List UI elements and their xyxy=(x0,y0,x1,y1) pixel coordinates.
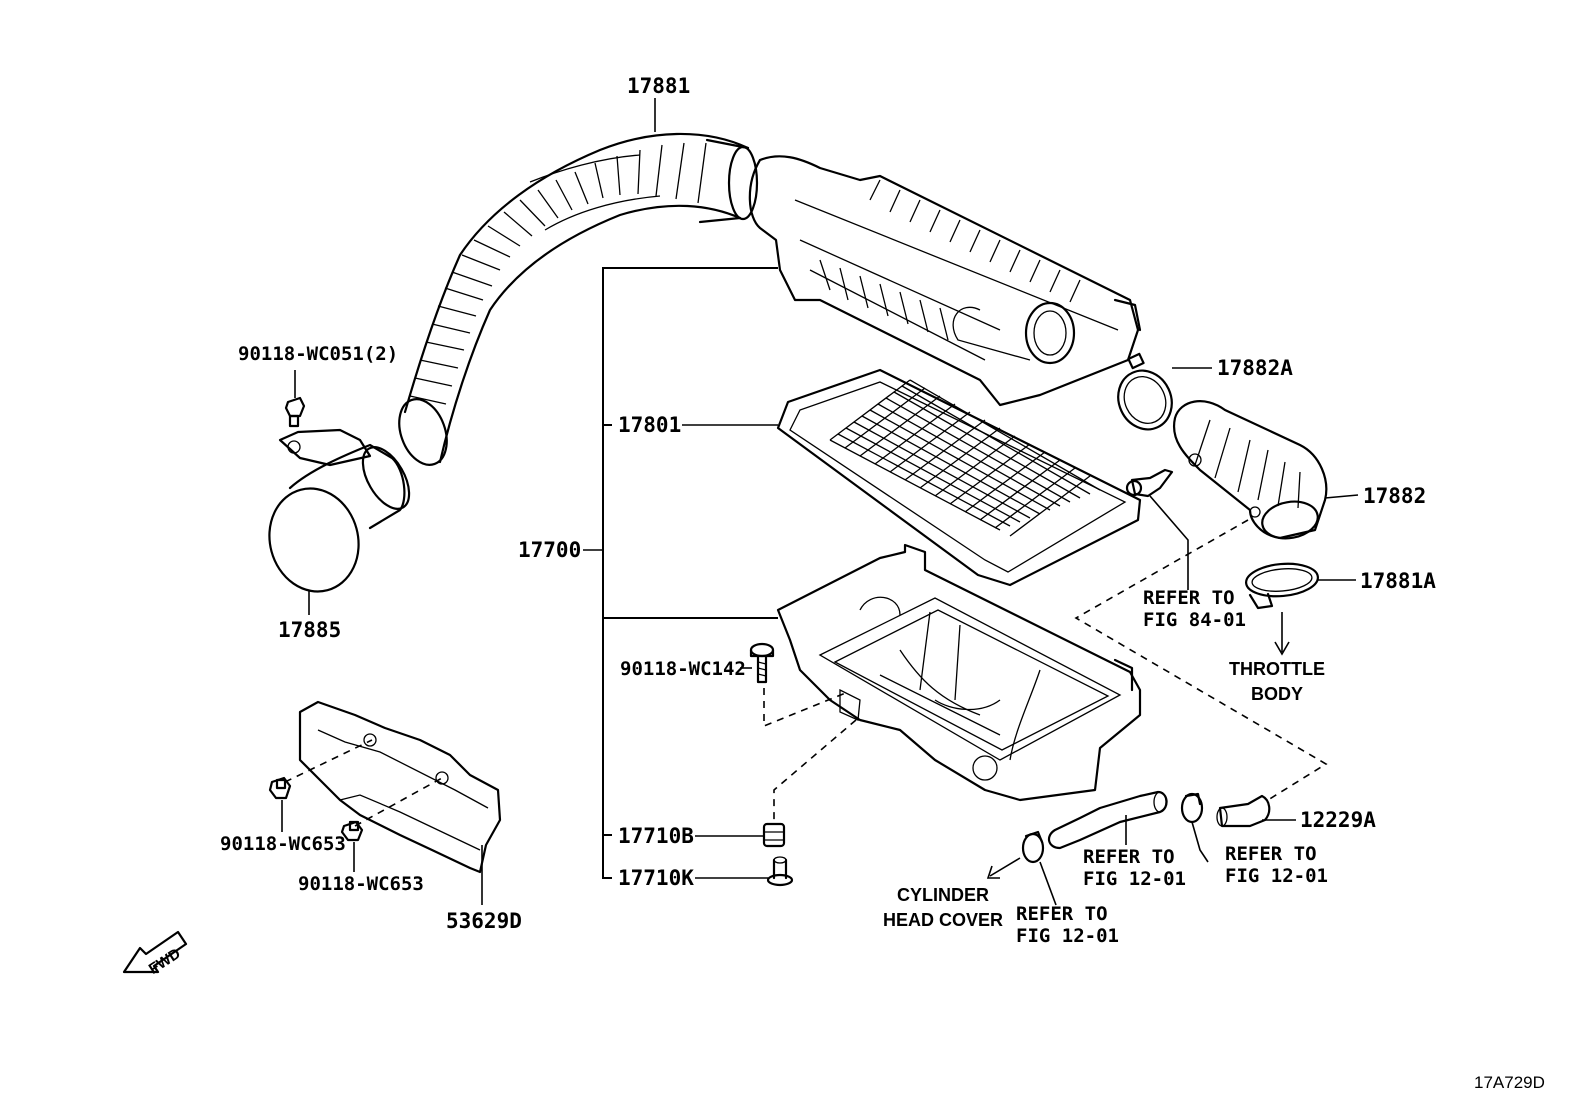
bolt-90118-wc653-a[interactable] xyxy=(268,776,292,800)
label-17882: 17882 xyxy=(1363,484,1426,508)
air-hose-17882[interactable] xyxy=(1172,400,1328,542)
intake-inlet-17885[interactable] xyxy=(258,428,419,602)
air-cleaner-cap[interactable] xyxy=(748,155,1142,407)
ref-fig12b-line2: FIG 12-01 xyxy=(1225,865,1328,887)
label-90118-wc142: 90118-WC142 xyxy=(620,658,746,680)
label-17710k: 17710K xyxy=(618,866,694,890)
ref-fig12a-line1: REFER TO xyxy=(1083,846,1175,868)
intake-duct-17881[interactable] xyxy=(391,132,759,472)
pcv-hose[interactable] xyxy=(1047,790,1168,850)
label-17881: 17881 xyxy=(627,74,690,98)
intake-sensor-bolt[interactable] xyxy=(1125,468,1174,498)
pcv-fitting-12229a[interactable] xyxy=(1216,794,1271,828)
callout-labels: THROTTLE BODY CYLINDER HEAD COVER xyxy=(883,659,1325,930)
grommet-17710b[interactable] xyxy=(762,822,786,848)
hose-clamp-17882a[interactable] xyxy=(1109,352,1181,438)
reference-labels: REFER TO FIG 84-01 REFER TO FIG 12-01 RE… xyxy=(1016,587,1328,947)
leader-lines xyxy=(281,98,1359,906)
collar-17710k[interactable] xyxy=(766,856,794,887)
ref-fig84-line2: FIG 84-01 xyxy=(1143,609,1246,631)
ref-fig12a-line2: FIG 12-01 xyxy=(1083,868,1186,890)
label-17700: 17700 xyxy=(518,538,581,562)
cylinder-head-cover-line1: CYLINDER xyxy=(897,885,989,905)
hose-clamp-right[interactable] xyxy=(1180,792,1204,824)
label-17881a: 17881A xyxy=(1360,569,1436,593)
ref-fig12b-line1: REFER TO xyxy=(1225,843,1317,865)
label-17882a: 17882A xyxy=(1217,356,1293,380)
ref-fig12c-line1: REFER TO xyxy=(1016,903,1108,925)
label-53629d: 53629D xyxy=(446,909,522,933)
part-labels: 17881 90118-WC051(2) 17885 17801 17700 9… xyxy=(220,74,1436,933)
air-cleaner-case[interactable] xyxy=(776,543,1142,802)
dashed-lines xyxy=(284,519,1328,827)
label-90118-wc653-a: 90118-WC653 xyxy=(220,833,346,855)
figure-id: 17A729D xyxy=(1474,1073,1545,1092)
throttle-body-line2: BODY xyxy=(1251,684,1303,704)
label-90118-wc653-b: 90118-WC653 xyxy=(298,873,424,895)
ref-fig84-line1: REFER TO xyxy=(1143,587,1235,609)
splash-shield-53629d[interactable] xyxy=(298,700,502,874)
label-17801: 17801 xyxy=(618,413,681,437)
throttle-body-line1: THROTTLE xyxy=(1229,659,1325,679)
ref-fig12c-line2: FIG 12-01 xyxy=(1016,925,1119,947)
air-filter-element-17801[interactable] xyxy=(776,368,1142,587)
hose-clamp-17881a[interactable] xyxy=(1245,561,1320,610)
hose-clamp-left[interactable] xyxy=(1021,830,1045,864)
label-12229a: 12229A xyxy=(1300,808,1376,832)
bolt-90118-wc653-b[interactable] xyxy=(340,820,364,842)
bolt-90118-wc051[interactable] xyxy=(284,396,306,428)
fwd-arrow-icon: FWD xyxy=(122,930,188,978)
label-90118-wc051: 90118-WC051(2) xyxy=(238,343,398,365)
bolt-90118-wc142[interactable] xyxy=(749,642,775,684)
label-17710b: 17710B xyxy=(618,824,694,848)
label-17885: 17885 xyxy=(278,618,341,642)
assembly-bracket-17700 xyxy=(602,267,778,879)
cylinder-head-cover-line2: HEAD COVER xyxy=(883,910,1003,930)
